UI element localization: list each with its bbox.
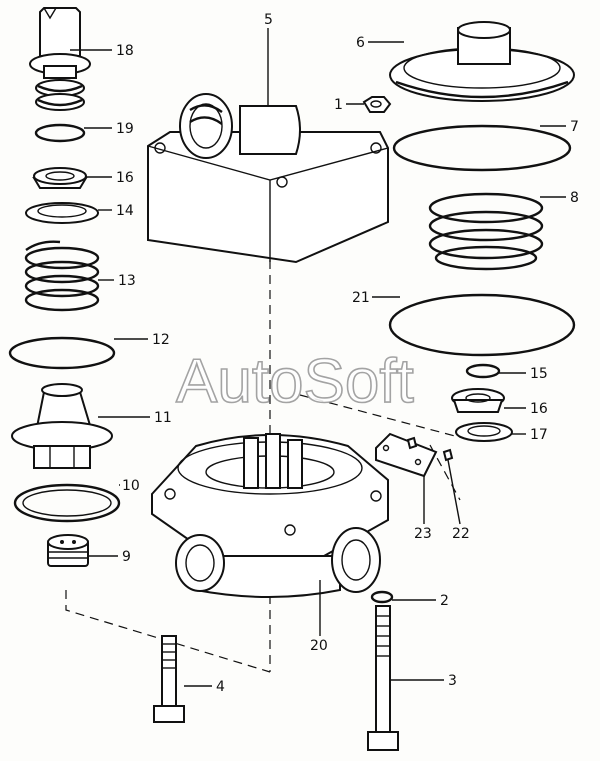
callout-17: 17 [530, 427, 548, 443]
part-23-plate [375, 432, 438, 478]
callout-labels: 18 19 16 14 13 12 11 10 9 5 1 6 7 8 21 1… [116, 12, 579, 695]
part-10-snap-ring [13, 483, 121, 523]
watermark-text: AutoSoft [176, 347, 414, 416]
part-5-top-housing [147, 93, 389, 264]
callout-6: 6 [356, 35, 365, 51]
part-21-o-ring [388, 293, 576, 357]
part-15-small-ring [465, 363, 501, 379]
callout-16-right: 16 [530, 401, 548, 417]
part-7-large-o-ring [392, 124, 572, 172]
part-8-large-spring [428, 192, 544, 271]
callout-20: 20 [310, 638, 328, 654]
part-3-long-bolt [367, 605, 399, 751]
part-13-spring [24, 240, 100, 312]
callout-16-left: 16 [116, 170, 134, 186]
part-22-screws [406, 436, 454, 462]
part-6-diaphragm [389, 21, 575, 102]
callout-18: 18 [116, 43, 134, 59]
callout-9: 9 [122, 549, 131, 565]
part-18-plunger [29, 7, 91, 111]
callout-7: 7 [570, 119, 579, 135]
part-16-seat-left [32, 167, 88, 189]
callout-13: 13 [118, 273, 136, 289]
callout-19: 19 [116, 121, 134, 137]
callout-22: 22 [452, 526, 470, 542]
callout-5: 5 [264, 12, 273, 28]
callout-14: 14 [116, 203, 134, 219]
part-19-ring [34, 123, 86, 143]
part-17-washer [455, 422, 513, 442]
callout-21: 21 [352, 290, 370, 306]
leader-lines [70, 28, 566, 687]
callout-12: 12 [152, 332, 170, 348]
part-12-o-ring [8, 336, 116, 370]
callout-15: 15 [530, 366, 548, 382]
part-9-nut [47, 534, 89, 567]
callout-4: 4 [216, 679, 225, 695]
callout-1: 1 [334, 97, 343, 113]
callout-2: 2 [440, 593, 449, 609]
part-11-piston [11, 383, 113, 469]
part-20-lower-body [151, 433, 389, 598]
callout-8: 8 [570, 190, 579, 206]
callout-3: 3 [448, 673, 457, 689]
callout-11: 11 [154, 410, 172, 426]
part-4-short-bolt [153, 635, 185, 723]
callout-23: 23 [414, 526, 432, 542]
part-1-small-nut [362, 96, 392, 113]
callout-10: 10 [122, 478, 140, 494]
part-2-washer [370, 590, 394, 604]
part-16-seat-right [451, 388, 505, 413]
part-14-washer [25, 202, 99, 224]
